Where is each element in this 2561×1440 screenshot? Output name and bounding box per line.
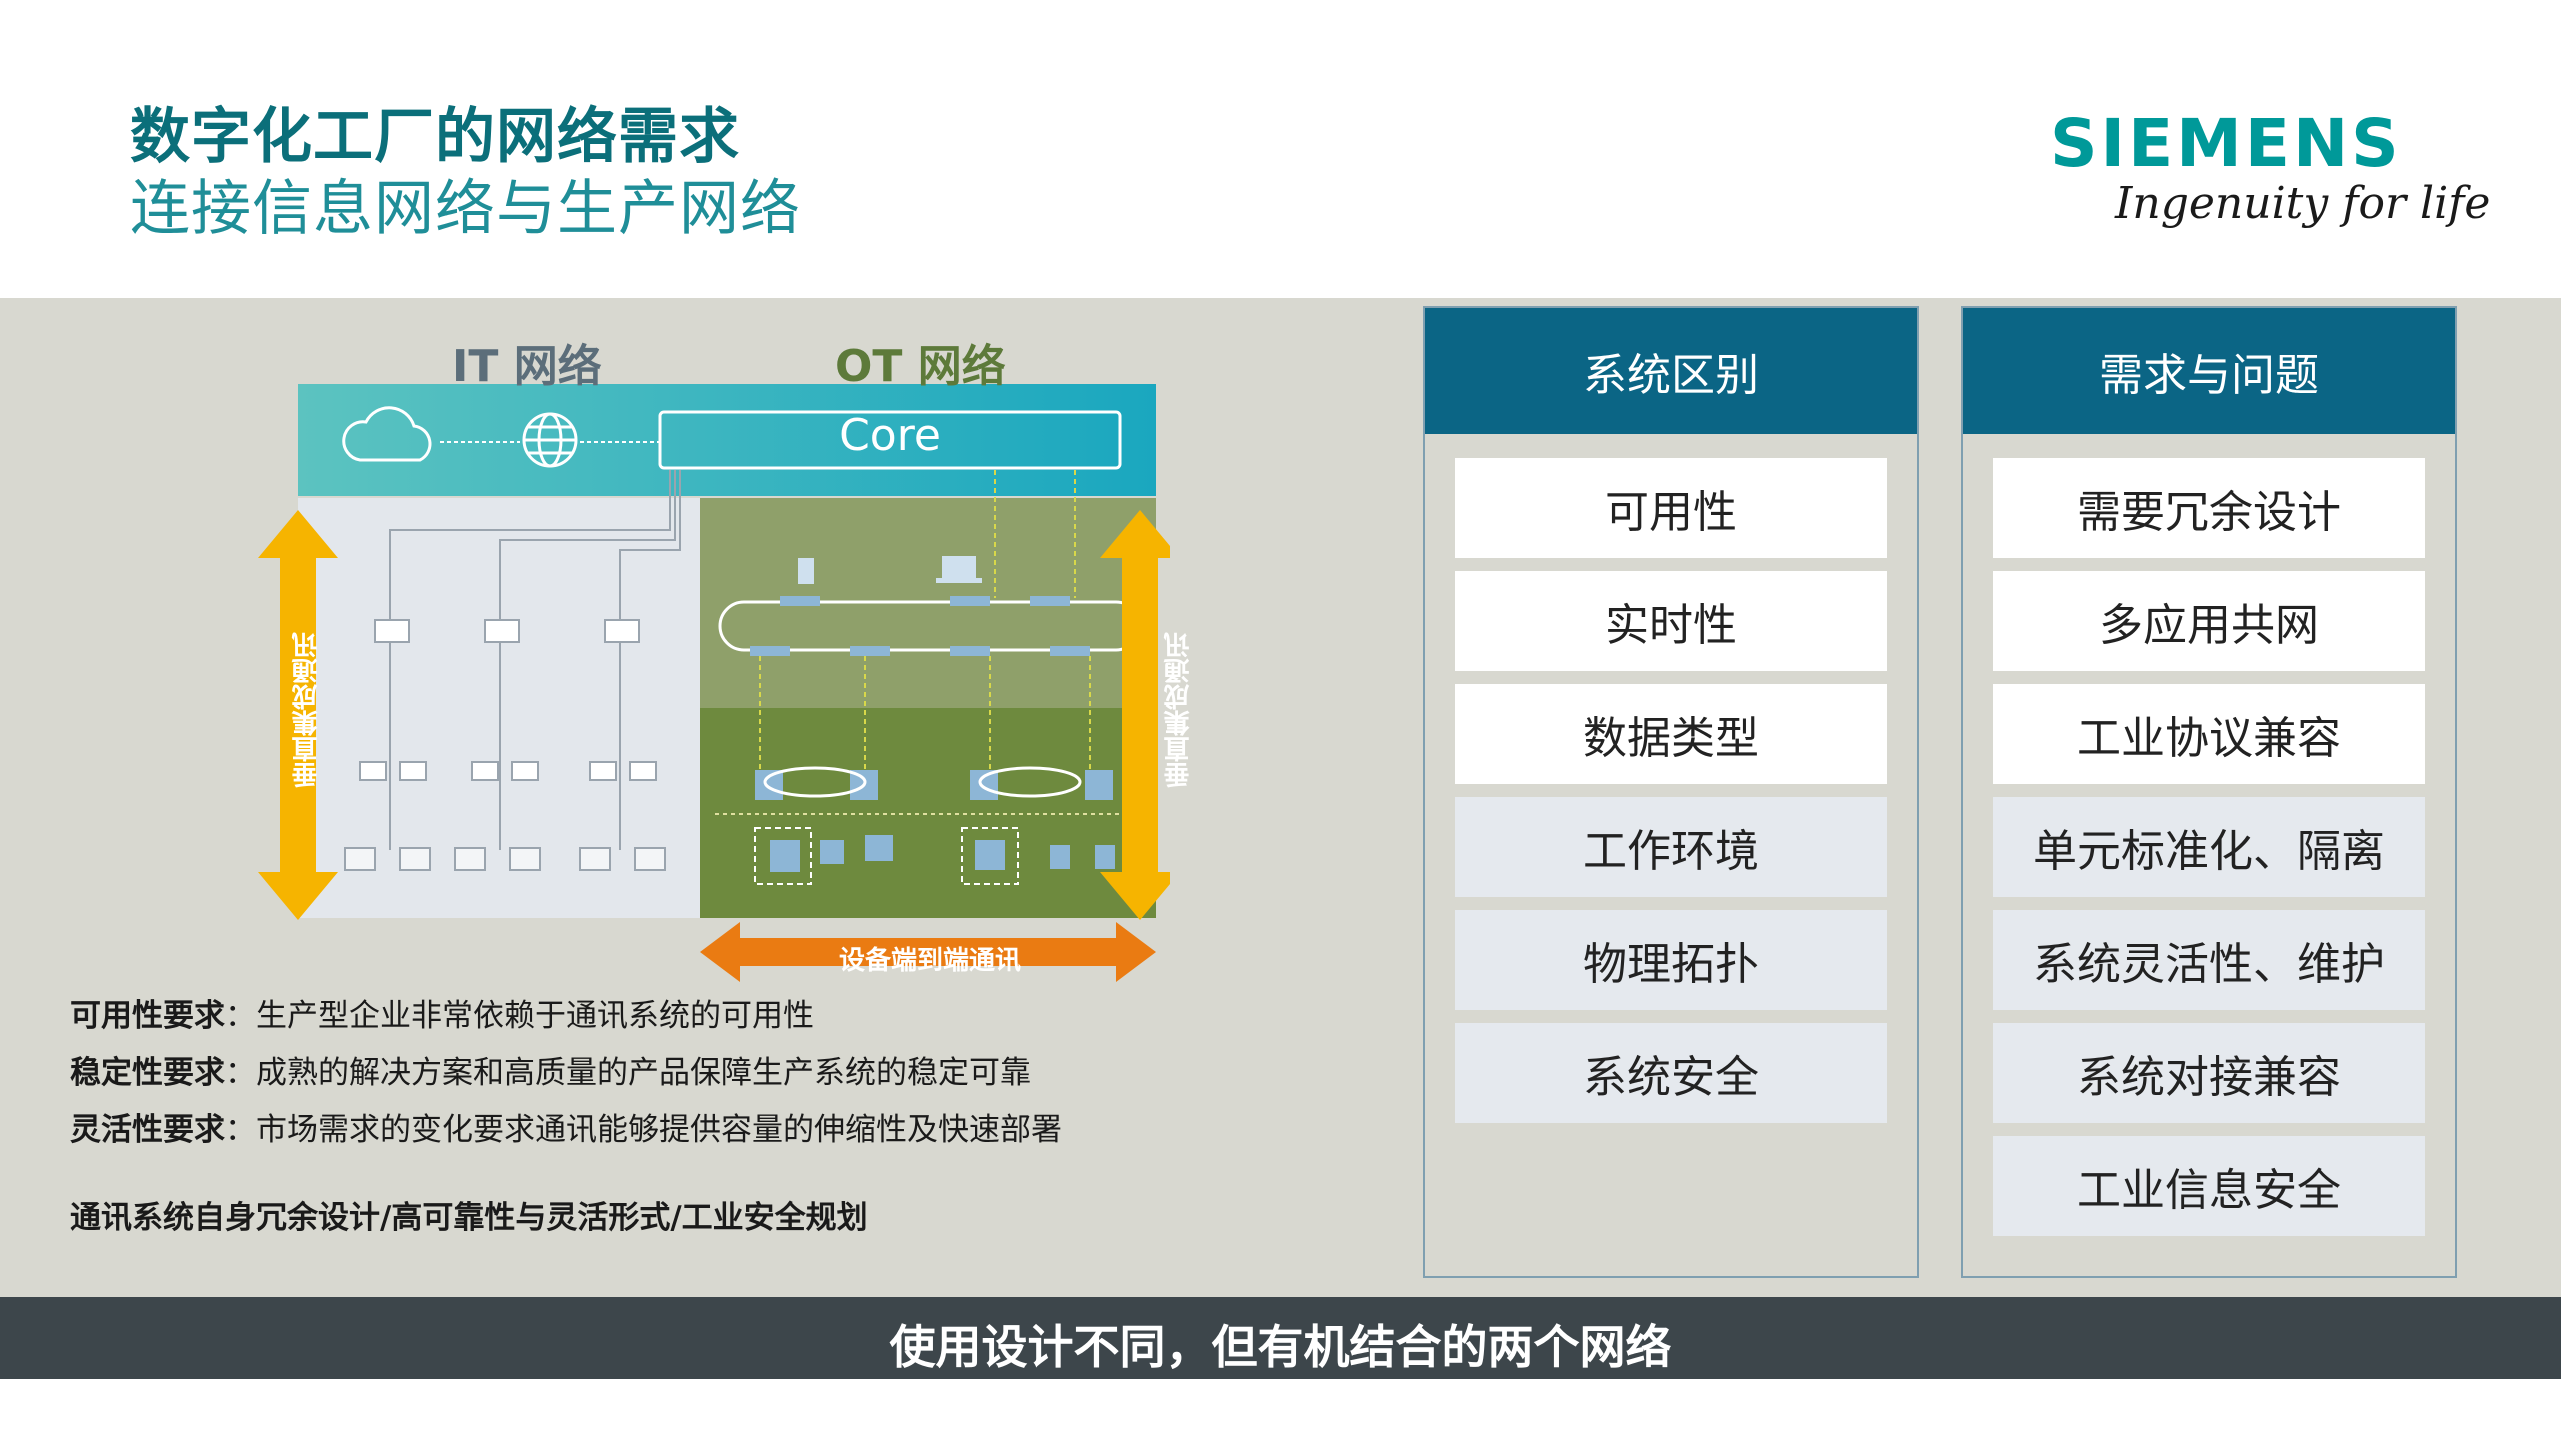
globe-icon [522,412,578,468]
pc-icon [579,847,611,871]
ot-network-lower [700,708,1156,918]
system-item: 工作环境 [1455,797,1887,897]
pc-icon [454,847,486,871]
panel-system-title: 系统区别 [1425,308,1917,434]
needs-item: 系统灵活性、维护 [1993,910,2425,1010]
switch-icon [484,619,520,643]
panel-needs-issues: 需求与问题 需要冗余设计 多应用共网 工业协议兼容 单元标准化、隔离 系统灵活性… [1961,306,2457,1278]
network-diagram [258,384,1170,982]
wifi-ap-icon [798,558,814,584]
needs-item: 需要冗余设计 [1993,458,2425,558]
core-box [658,410,1122,470]
it-pcs [344,847,666,871]
system-item: 实时性 [1455,571,1887,671]
switch-icon [629,761,657,781]
page-subtitle: 连接信息网络与生产网络 [130,174,801,244]
needs-item: 系统对接兼容 [1993,1023,2425,1123]
page-title: 数字化工厂的网络需求 [130,102,740,172]
switch-icon [589,761,617,781]
laptop-icon [936,556,982,583]
system-item: 系统安全 [1455,1023,1887,1123]
footer-bar: 使用设计不同，但有机结合的两个网络 [0,1297,2561,1379]
vertical-arrow-right [1100,510,1170,920]
system-item: 物理拓扑 [1455,910,1887,1010]
vertical-arrow-left [258,510,338,920]
needs-item: 工业协议兼容 [1993,684,2425,784]
vertical-integration-label-right: 垂直集成通讯 [1164,632,1194,788]
requirement-stability: 稳定性要求：成熟的解决方案和高质量的产品保障生产系统的稳定可靠 [70,1055,1031,1091]
switch-icon [604,619,640,643]
it-network-label: IT 网络 [452,341,602,392]
footer-text: 使用设计不同，但有机结合的两个网络 [889,1320,1672,1374]
requirement-flexibility: 灵活性要求：市场需求的变化要求通讯能够提供容量的伸缩性及快速部署 [70,1112,1062,1148]
switch-icon [511,761,539,781]
needs-item: 工业信息安全 [1993,1136,2425,1236]
requirement-availability: 可用性要求：生产型企业非常依赖于通讯系统的可用性 [70,998,814,1034]
pc-icon [509,847,541,871]
ot-cell-devices [755,770,1115,872]
switch-icon [359,761,387,781]
system-item: 数据类型 [1455,684,1887,784]
e2e-communication-label: 设备端到端通讯 [838,946,1021,976]
core-label: Core [839,410,941,461]
core-network-bar [298,384,1156,496]
pc-icon [344,847,376,871]
needs-item: 多应用共网 [1993,571,2425,671]
it-switches [359,619,657,781]
needs-item: 单元标准化、隔离 [1993,797,2425,897]
switch-icon [399,761,427,781]
summary-text: 通讯系统自身冗余设计/高可靠性与灵活形式/工业安全规划 [70,1200,868,1236]
system-item: 可用性 [1455,458,1887,558]
cloud-icon [342,406,432,462]
ot-uplinks [759,470,1091,770]
pc-icon [399,847,431,871]
siemens-tagline: Ingenuity for life [2115,178,2491,229]
e2e-arrow [700,922,1156,982]
siemens-logo: SIEMENS [2050,105,2402,182]
ot-network-label: OT 网络 [835,341,1006,392]
panel-system-differences: 系统区别 可用性 实时性 数据类型 工作环境 物理拓扑 系统安全 [1423,306,1919,1278]
switch-icon [374,619,410,643]
it-cabling [389,470,681,850]
panel-needs-title: 需求与问题 [1963,308,2455,434]
vertical-integration-label-left: 垂直集成通讯 [292,632,322,788]
switch-icon [471,761,499,781]
pc-icon [634,847,666,871]
ot-ring-switches [750,596,1090,656]
